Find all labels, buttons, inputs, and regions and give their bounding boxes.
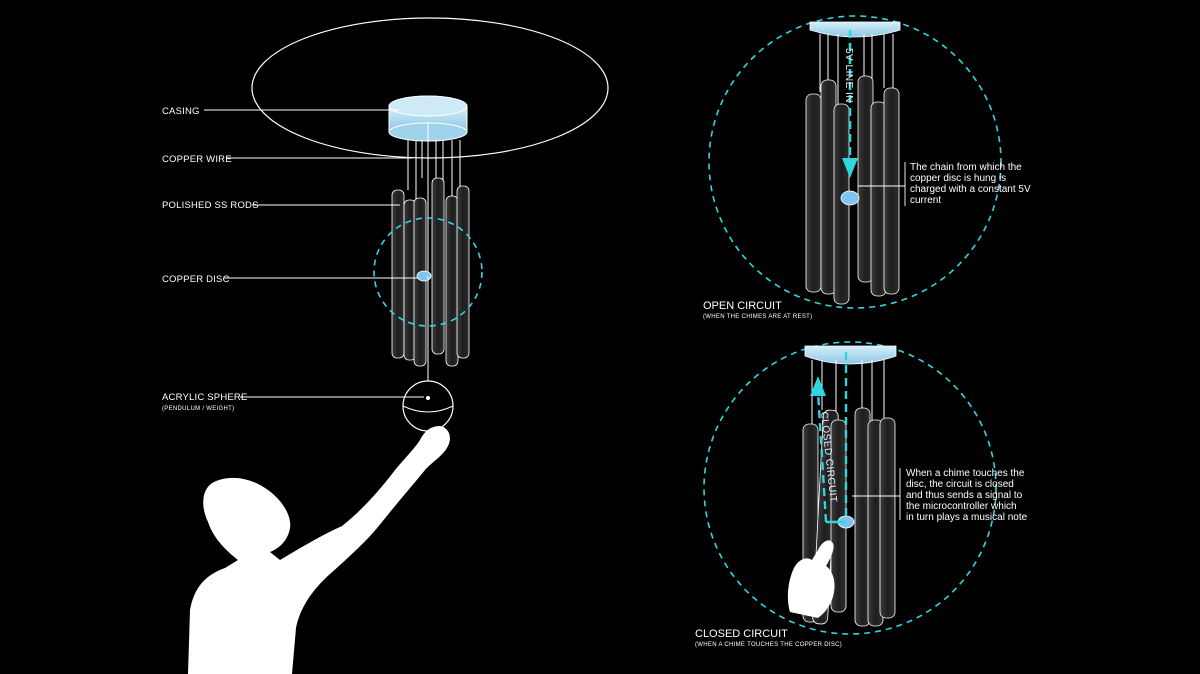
closed-circuit-detail: CLOSED CIRCUIT When a chime touches the … xyxy=(695,341,1028,648)
chime-rods xyxy=(391,177,470,367)
open-line-label: 5V LINE IN xyxy=(843,48,854,103)
label-casing: CASING xyxy=(162,106,399,117)
main-illustration: CASING COPPER WIRE POLISHED SS RODS COPP… xyxy=(162,17,609,674)
person-silhouette xyxy=(188,426,450,674)
open-note-line-3: charged with a constant 5V xyxy=(910,184,1031,195)
closed-circuit-title: CLOSED CIRCUIT xyxy=(695,628,788,640)
closed-note-line-2: disc, the circuit is closed xyxy=(906,479,1014,490)
acrylic-sphere-shape xyxy=(402,380,454,432)
acrylic-sphere-sublabel: (PENDULUM / WEIGHT) xyxy=(162,406,234,412)
label-copper-disc: COPPER DISC xyxy=(162,274,418,285)
open-circuit-subtitle: (WHEN THE CHIMES ARE AT REST) xyxy=(703,314,812,320)
open-note-line-4: current xyxy=(910,195,941,206)
closed-note-line-4: the microcontroller which xyxy=(906,501,1017,512)
rods-label: POLISHED SS RODS xyxy=(162,200,259,211)
closed-circuit-subtitle: (WHEN A CHIME TOUCHES THE COPPER DISC) xyxy=(695,642,842,648)
open-note-line-2: copper disc is hung is xyxy=(910,173,1006,184)
copper-wire-label: COPPER WIRE xyxy=(162,154,232,165)
closed-circuit-circle xyxy=(703,341,997,635)
hand-silhouette xyxy=(787,540,835,618)
disc-highlight-circle xyxy=(373,217,483,327)
copper-disc-label: COPPER DISC xyxy=(162,274,230,285)
open-circuit-title: OPEN CIRCUIT xyxy=(703,300,782,312)
open-rods xyxy=(805,75,900,305)
label-acrylic-sphere: ACRYLIC SPHERE (PENDULUM / WEIGHT) xyxy=(162,392,424,412)
closed-note-line-1: When a chime touches the xyxy=(906,468,1025,479)
label-rods: POLISHED SS RODS xyxy=(162,200,400,211)
copper-disc-shape xyxy=(416,270,432,282)
ceiling-plate xyxy=(251,17,609,159)
casing-shape xyxy=(388,95,468,142)
closed-rods xyxy=(802,407,896,627)
closed-note: When a chime touches the disc, the circu… xyxy=(906,468,1028,523)
open-circuit-circle xyxy=(708,15,1002,309)
copper-wires xyxy=(407,134,461,272)
casing-label: CASING xyxy=(162,106,200,117)
open-note: The chain from which the copper disc is … xyxy=(910,162,1031,206)
acrylic-sphere-label: ACRYLIC SPHERE xyxy=(162,392,248,403)
open-note-line-1: The chain from which the xyxy=(910,162,1022,173)
open-casing xyxy=(809,21,901,38)
closed-note-line-5: in turn plays a musical note xyxy=(906,512,1028,523)
closed-casing xyxy=(804,345,897,365)
closed-note-line-3: and thus sends a signal to xyxy=(906,490,1023,501)
open-circuit-detail: 5V LINE IN The chain from which the copp… xyxy=(703,15,1031,320)
label-copper-wire: COPPER WIRE xyxy=(162,154,412,165)
